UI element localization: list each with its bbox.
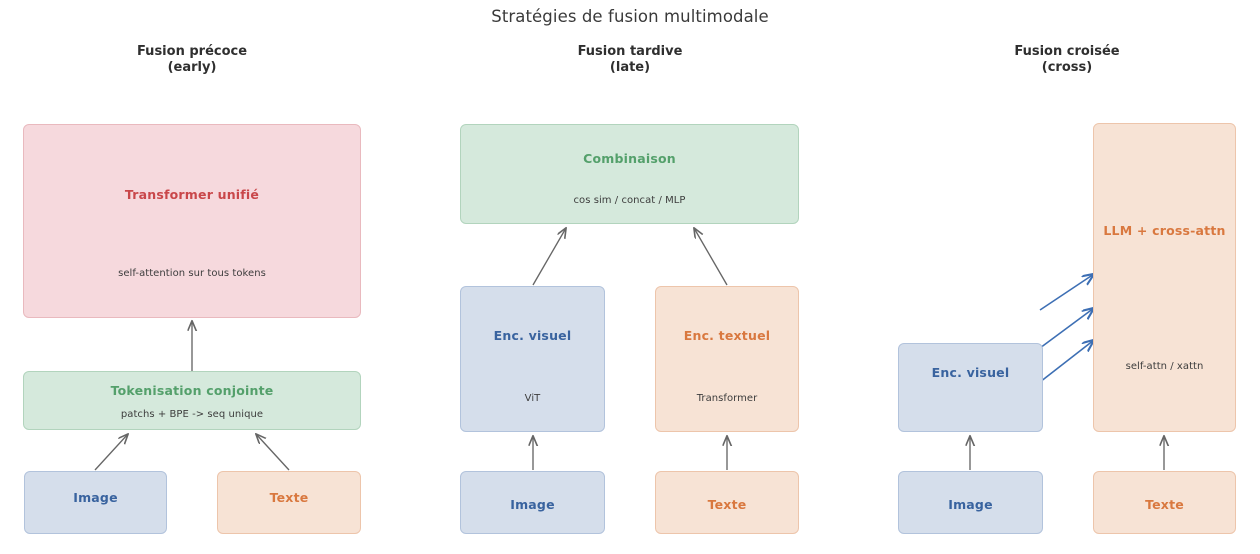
node-enc-textuel-late-subtitle: Transformer: [696, 393, 758, 404]
node-image-early-title: Image: [73, 490, 118, 505]
node-image-late[interactable]: Image: [460, 471, 605, 534]
node-enc-visuel-cross[interactable]: Enc. visuel: [898, 343, 1043, 432]
node-texte-early-title: Texte: [269, 490, 309, 505]
column-heading-cross: Fusion croisée (cross): [917, 44, 1217, 75]
node-tokenisation-conjointe[interactable]: Tokenisation conjointe patchs + BPE -> s…: [23, 371, 361, 430]
node-transformer-unifie-title: Transformer unifié: [124, 187, 260, 202]
node-tokenisation-conjointe-subtitle: patchs + BPE -> seq unique: [120, 409, 264, 420]
node-texte-early[interactable]: Texte: [217, 471, 361, 534]
node-enc-textuel-late-title: Enc. textuel: [683, 328, 771, 343]
node-texte-cross-title: Texte: [1145, 497, 1184, 512]
node-transformer-unifie[interactable]: Transformer unifié self-attention sur to…: [23, 124, 361, 318]
column-heading-late-line1: Fusion tardive: [577, 44, 683, 59]
node-enc-visuel-late-subtitle: ViT: [524, 393, 541, 404]
node-combinaison-title: Combinaison: [583, 151, 676, 166]
edge-texte-to-tokenisation: [256, 434, 290, 471]
column-heading-early-line1: Fusion précoce: [136, 44, 248, 59]
edge-crossattn-1: [1039, 274, 1094, 311]
node-enc-visuel-cross-title: Enc. visuel: [931, 365, 1010, 380]
node-image-late-title: Image: [510, 497, 555, 512]
node-enc-visuel-late-title: Enc. visuel: [493, 328, 572, 343]
node-llm-cross-attn-subtitle: self-attn / xattn: [1125, 361, 1204, 372]
column-heading-cross-line2: (cross): [1041, 59, 1093, 75]
node-llm-cross-attn[interactable]: LLM + cross-attn self-attn / xattn: [1093, 123, 1236, 432]
column-heading-late-line2: (late): [609, 59, 651, 75]
edge-crossattn-3: [1039, 340, 1094, 383]
edge-enctextuel-to-combinaison: [694, 228, 728, 286]
edge-image-to-tokenisation: [94, 434, 128, 471]
edge-encvisuel-to-combinaison: [532, 228, 566, 286]
column-heading-early-line2: (early): [167, 59, 217, 75]
node-llm-cross-attn-title: LLM + cross-attn: [1103, 223, 1226, 238]
node-tokenisation-conjointe-title: Tokenisation conjointe: [110, 383, 274, 398]
edge-crossattn-2: [1039, 308, 1094, 349]
node-texte-cross[interactable]: Texte: [1093, 471, 1236, 534]
column-heading-late: Fusion tardive (late): [480, 44, 780, 75]
node-image-cross[interactable]: Image: [898, 471, 1043, 534]
node-texte-late[interactable]: Texte: [655, 471, 799, 534]
node-texte-late-title: Texte: [707, 497, 747, 512]
page-title: Stratégies de fusion multimodale: [491, 7, 769, 26]
node-combinaison-subtitle: cos sim / concat / MLP: [573, 195, 686, 206]
node-enc-textuel-late[interactable]: Enc. textuel Transformer: [655, 286, 799, 432]
node-enc-visuel-late[interactable]: Enc. visuel ViT: [460, 286, 605, 432]
node-image-cross-title: Image: [948, 497, 993, 512]
column-heading-cross-line1: Fusion croisée: [1014, 44, 1120, 59]
node-combinaison[interactable]: Combinaison cos sim / concat / MLP: [460, 124, 799, 224]
node-image-early[interactable]: Image: [24, 471, 167, 534]
column-heading-early: Fusion précoce (early): [42, 44, 342, 75]
node-transformer-unifie-subtitle: self-attention sur tous tokens: [118, 268, 266, 279]
